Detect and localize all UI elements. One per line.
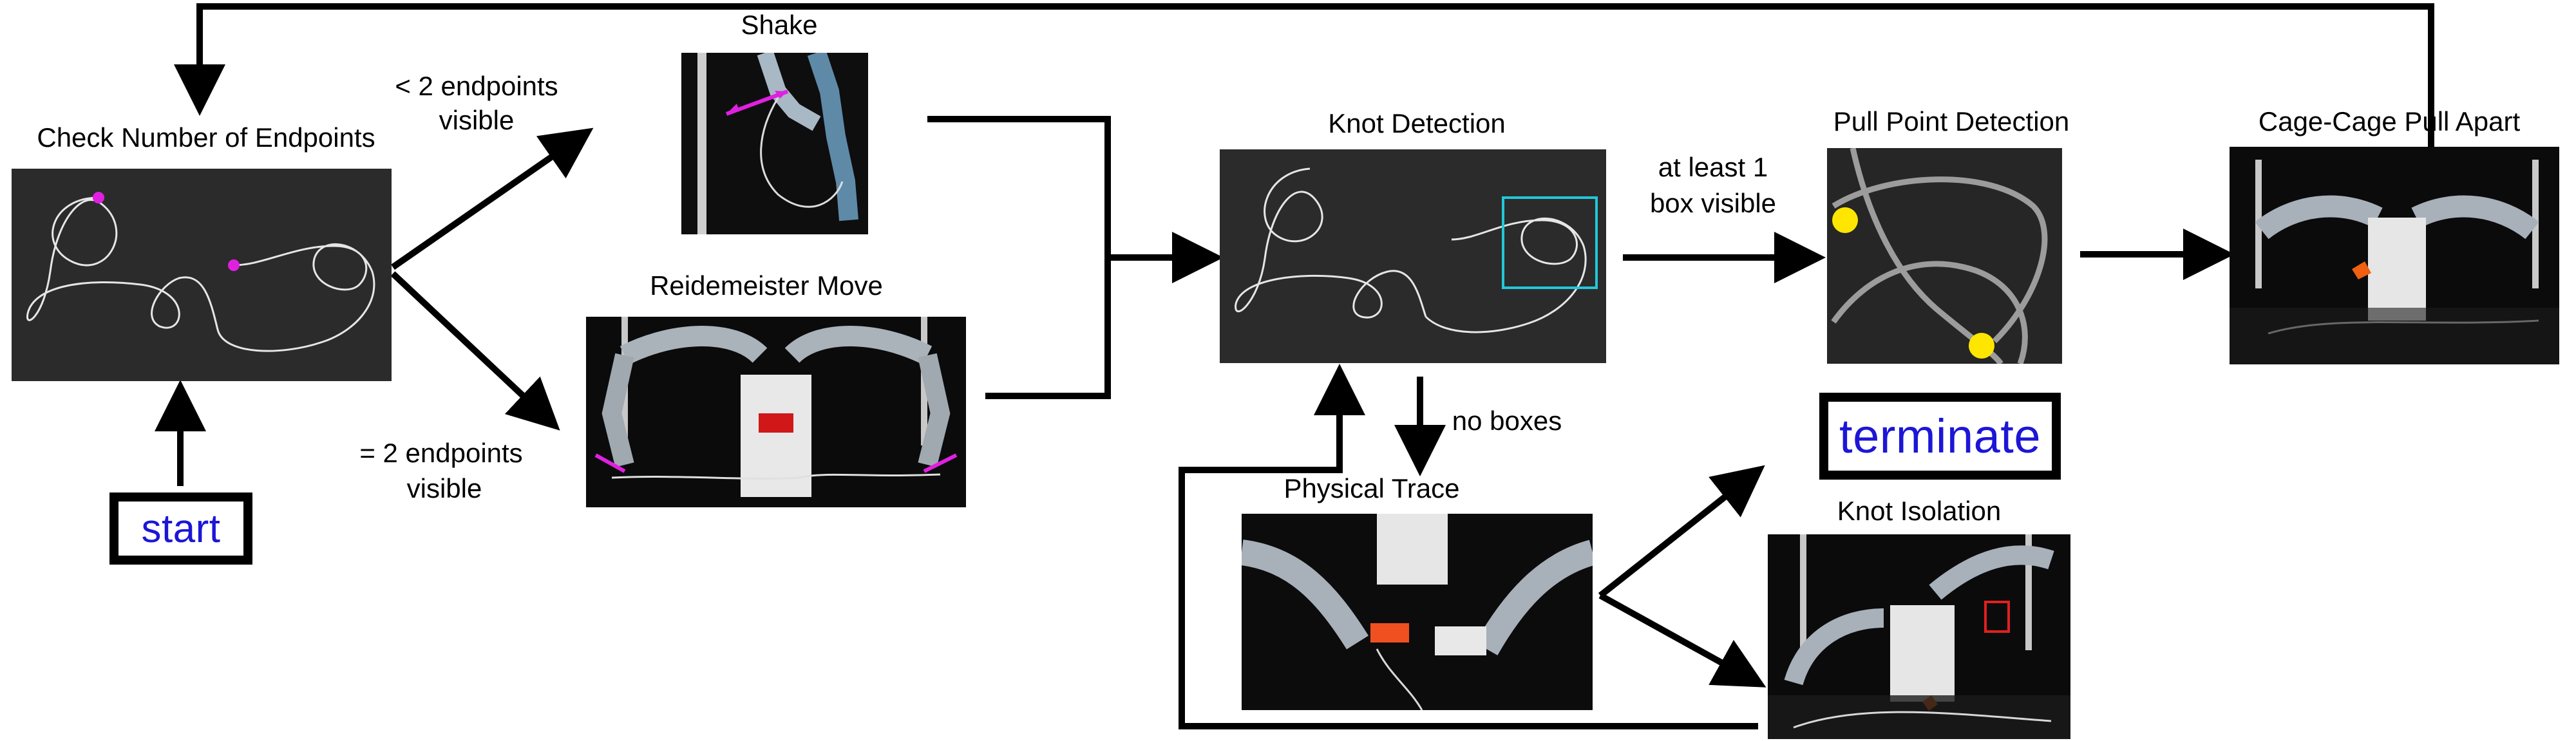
pull-point-photo [1827,148,2062,364]
knot-detection-title: Knot Detection [1328,108,1506,138]
arrow-to-knot-isolation [1598,592,1766,688]
check-endpoints-photo [12,169,392,381]
pull-point-image [1827,148,2062,364]
reidemeister-title: Reidemeister Move [650,270,883,301]
terminate-node: terminate [1819,393,2061,480]
arrow-to-reidemeister [390,271,560,431]
reidemeister-merge-line [985,258,1111,399]
loop-back-line [174,3,2434,169]
reidemeister-photo [586,317,966,507]
cage-cage-photo [2230,147,2559,364]
lt2-label-line2: visible [439,105,515,135]
no-boxes-label: no boxes [1452,406,1562,436]
knot-isolation-title: Knot Isolation [1837,496,2002,526]
knot-detection-photo [1220,149,1606,363]
isolation-loop-line [1179,364,1758,729]
shake-title: Shake [741,10,818,40]
physical-trace-photo [1242,514,1593,710]
shake-image [681,53,868,234]
shake-merge-line [927,116,1111,258]
arrow-to-shake [391,127,594,270]
eq2-label-line2: visible [406,473,482,503]
shake-photo [681,53,868,234]
eq2-label-line1: = 2 endpoints [359,438,523,468]
lt2-label-line1: < 2 endpoints [395,71,558,101]
cage-cage-title: Cage-Cage Pull Apart [2258,106,2521,136]
arrow-to-terminate [1598,465,1765,598]
start-label: start [141,506,221,551]
cage-cage-image [2230,147,2559,364]
knot-detection-image [1220,149,1606,363]
pull-point-title: Pull Point Detection [1833,106,2070,136]
cable-image [12,169,392,381]
knot-isolation-image [1768,534,2070,739]
physical-trace-image [1242,514,1593,710]
start-node: start [109,492,252,565]
box-visible-label-line2: box visible [1649,188,1777,218]
check-endpoints-title: Check Number of Endpoints [37,122,375,153]
terminate-label: terminate [1839,409,2041,463]
box-visible-label-line1: at least 1 [1658,152,1768,182]
physical-trace-title: Physical Trace [1283,473,1460,503]
knot-isolation-photo [1768,534,2070,739]
reidemeister-image [586,317,966,507]
